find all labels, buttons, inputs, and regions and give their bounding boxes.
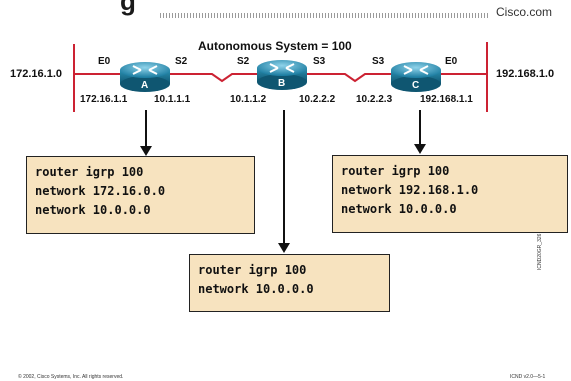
course-footer: ICND v2.0—5-1 bbox=[510, 374, 546, 380]
address-b-s3: 10.2.2.2 bbox=[299, 94, 336, 105]
config-line: router igrp 100 bbox=[341, 164, 450, 178]
router-b-icon bbox=[257, 60, 307, 90]
router-c-label: C bbox=[412, 80, 420, 91]
router-a-icon bbox=[120, 62, 170, 92]
interface-a-e0: E0 bbox=[98, 56, 111, 67]
config-line: network 10.0.0.0 bbox=[198, 282, 314, 296]
address-b-s2: 10.1.1.2 bbox=[230, 94, 267, 105]
address-c-s3: 10.2.2.3 bbox=[356, 94, 393, 105]
router-a-label: A bbox=[141, 80, 149, 91]
arrow-c-to-config bbox=[414, 110, 426, 154]
copyright-footer: © 2002, Cisco Systems, Inc. All rights r… bbox=[18, 374, 124, 380]
router-b-config-box: router igrp 100 network 10.0.0.0 bbox=[189, 254, 390, 312]
router-c-icon bbox=[391, 62, 441, 92]
interface-c-s3: S3 bbox=[372, 56, 385, 67]
interface-b-s3: S3 bbox=[313, 56, 326, 67]
address-a-e0: 172.16.1.1 bbox=[80, 94, 128, 105]
config-line: network 192.168.1.0 bbox=[341, 183, 479, 197]
left-network-label: 172.16.1.0 bbox=[10, 68, 62, 80]
address-a-s2: 10.1.1.1 bbox=[154, 94, 191, 105]
serial-link-a-b bbox=[170, 73, 258, 83]
autonomous-system-title: Autonomous System = 100 bbox=[198, 39, 352, 53]
interface-b-s2: S2 bbox=[237, 56, 250, 67]
arrow-a-to-config bbox=[140, 110, 152, 156]
header-stripes bbox=[160, 13, 490, 18]
config-line: network 10.0.0.0 bbox=[341, 202, 457, 216]
interface-c-e0: E0 bbox=[445, 56, 458, 67]
slide-title-fragment: g bbox=[120, 0, 136, 16]
router-c-config-box: router igrp 100 network 192.168.1.0 netw… bbox=[332, 155, 568, 233]
arrow-b-to-config bbox=[278, 110, 290, 253]
interface-a-s2: S2 bbox=[175, 56, 188, 67]
config-line: router igrp 100 bbox=[198, 263, 307, 277]
config-line: network 172.16.0.0 bbox=[35, 184, 166, 198]
serial-link-b-c bbox=[306, 73, 392, 83]
figure-id: ICND20GR_326 bbox=[537, 233, 543, 270]
right-network-label: 192.168.1.0 bbox=[496, 68, 555, 80]
router-b-label: B bbox=[278, 78, 286, 89]
config-line: router igrp 100 bbox=[35, 165, 144, 179]
router-a-config-box: router igrp 100 network 172.16.0.0 netwo… bbox=[26, 156, 255, 234]
address-c-e0: 192.168.1.1 bbox=[420, 94, 473, 105]
brand-label: Cisco.com bbox=[496, 5, 553, 19]
config-line: network 10.0.0.0 bbox=[35, 203, 151, 217]
